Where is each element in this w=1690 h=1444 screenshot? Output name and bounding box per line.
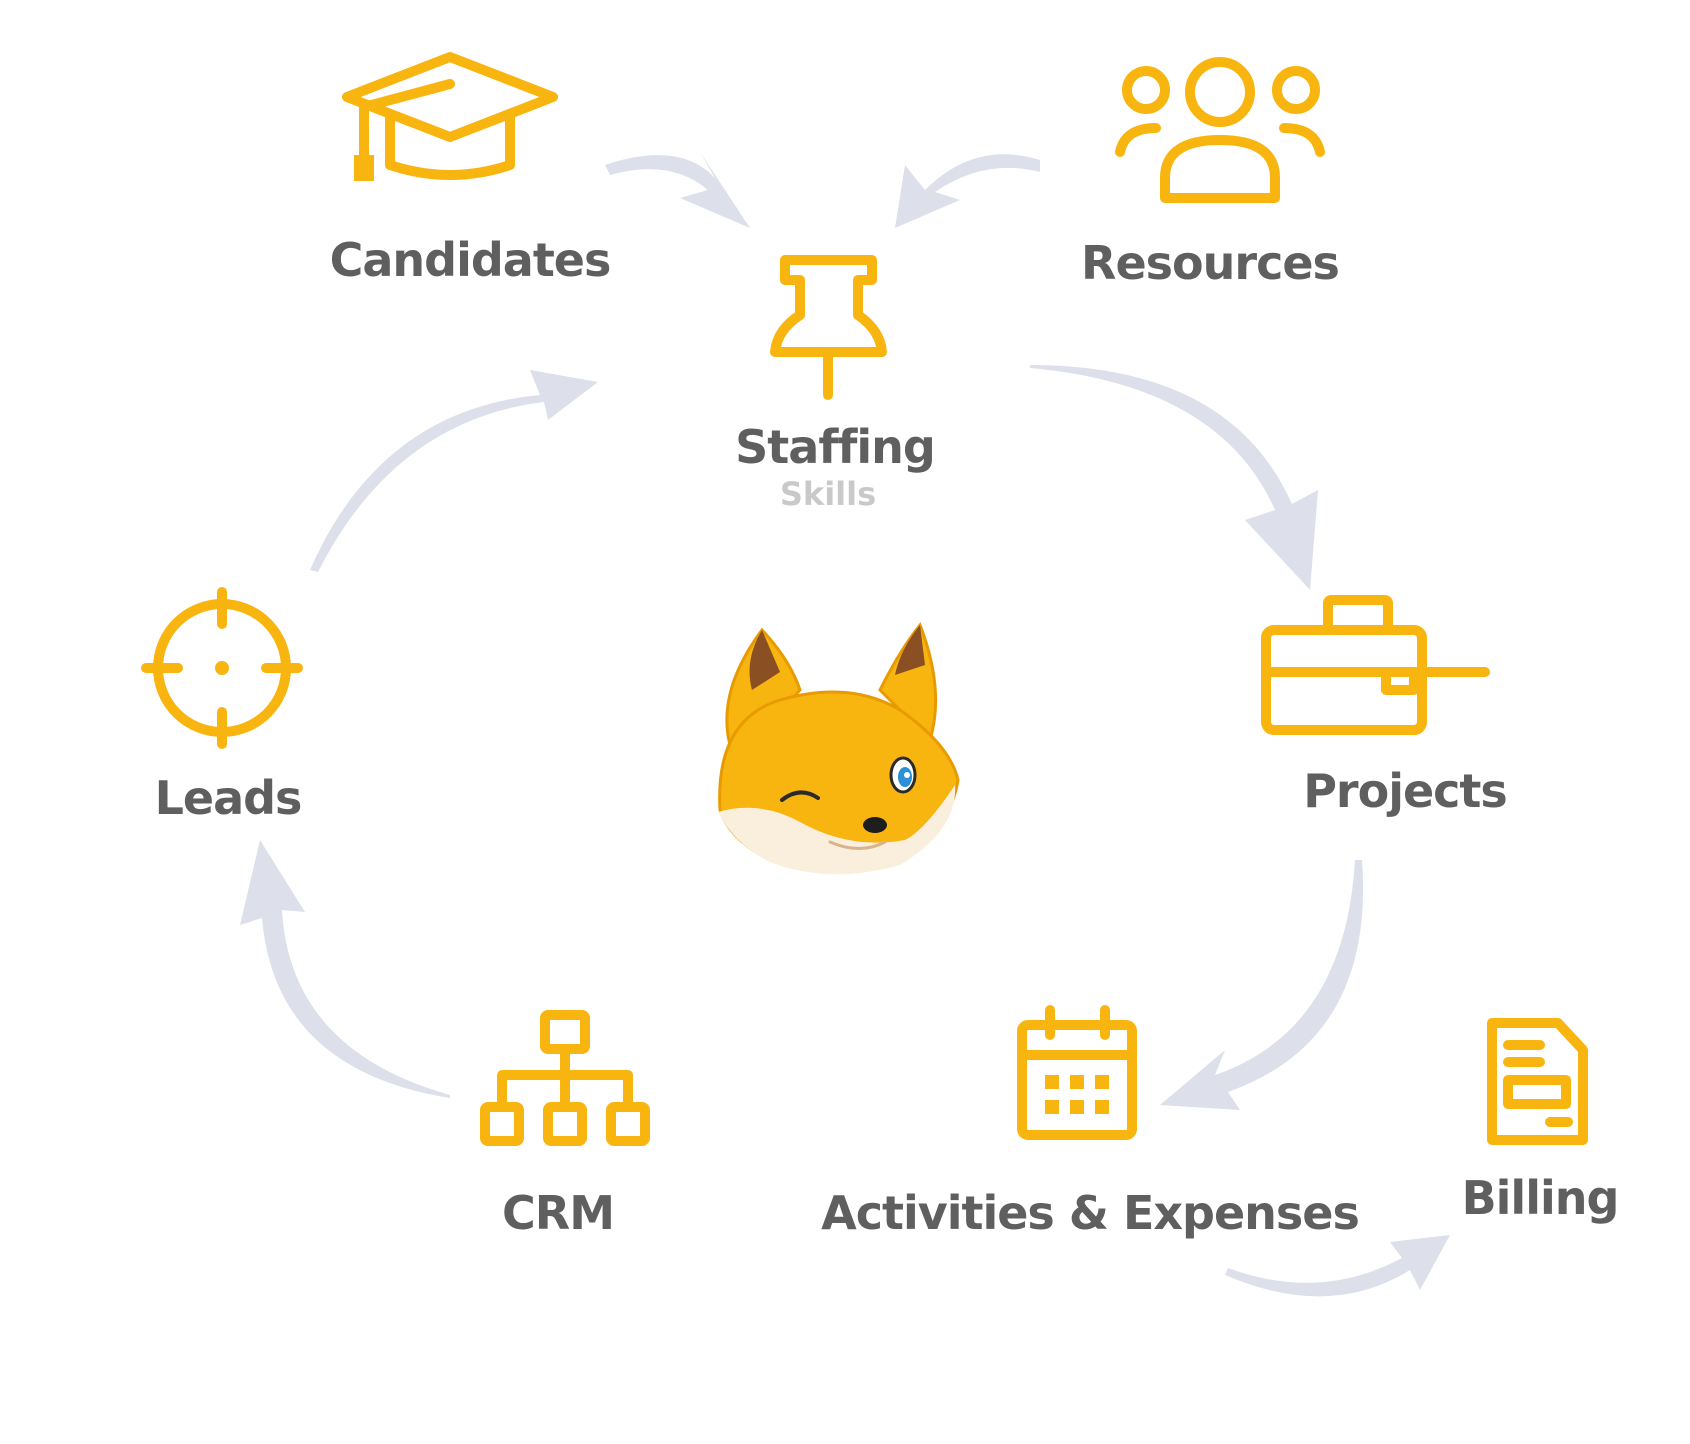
arrow-activities-to-billing	[1225, 1235, 1450, 1297]
winking-fox-icon	[718, 622, 960, 875]
node-label-projects: Projects	[1303, 764, 1508, 818]
node-label-candidates: Candidates	[329, 233, 612, 287]
node-label-resources: Resources	[1081, 236, 1340, 290]
briefcase-icon	[1261, 595, 1490, 735]
people-group-icon	[1115, 57, 1325, 203]
graduation-cap-icon	[342, 52, 558, 181]
arrow-leads-to-staffing	[310, 370, 598, 572]
invoice-document-icon	[1487, 1018, 1588, 1145]
arrow-resources-to-staffing	[895, 154, 1040, 228]
node-sublabel-staffing: Skills	[779, 475, 877, 513]
org-chart-icon	[480, 1010, 650, 1146]
node-label-billing: Billing	[1461, 1171, 1620, 1225]
arrow-candidates-to-staffing	[605, 152, 750, 228]
pushpin-icon	[770, 255, 887, 400]
arrow-projects-to-activities	[1160, 860, 1364, 1110]
arrow-staffing-to-projects	[1030, 365, 1318, 590]
arrow-crm-to-leads	[240, 840, 450, 1098]
node-label-leads: Leads	[154, 771, 303, 825]
crosshair-target-icon	[141, 587, 303, 749]
node-label-crm: CRM	[502, 1186, 615, 1240]
node-label-activities: Activities & Expenses	[821, 1186, 1360, 1240]
node-label-staffing: Staffing	[735, 420, 936, 474]
calendar-icon	[1017, 1005, 1137, 1140]
